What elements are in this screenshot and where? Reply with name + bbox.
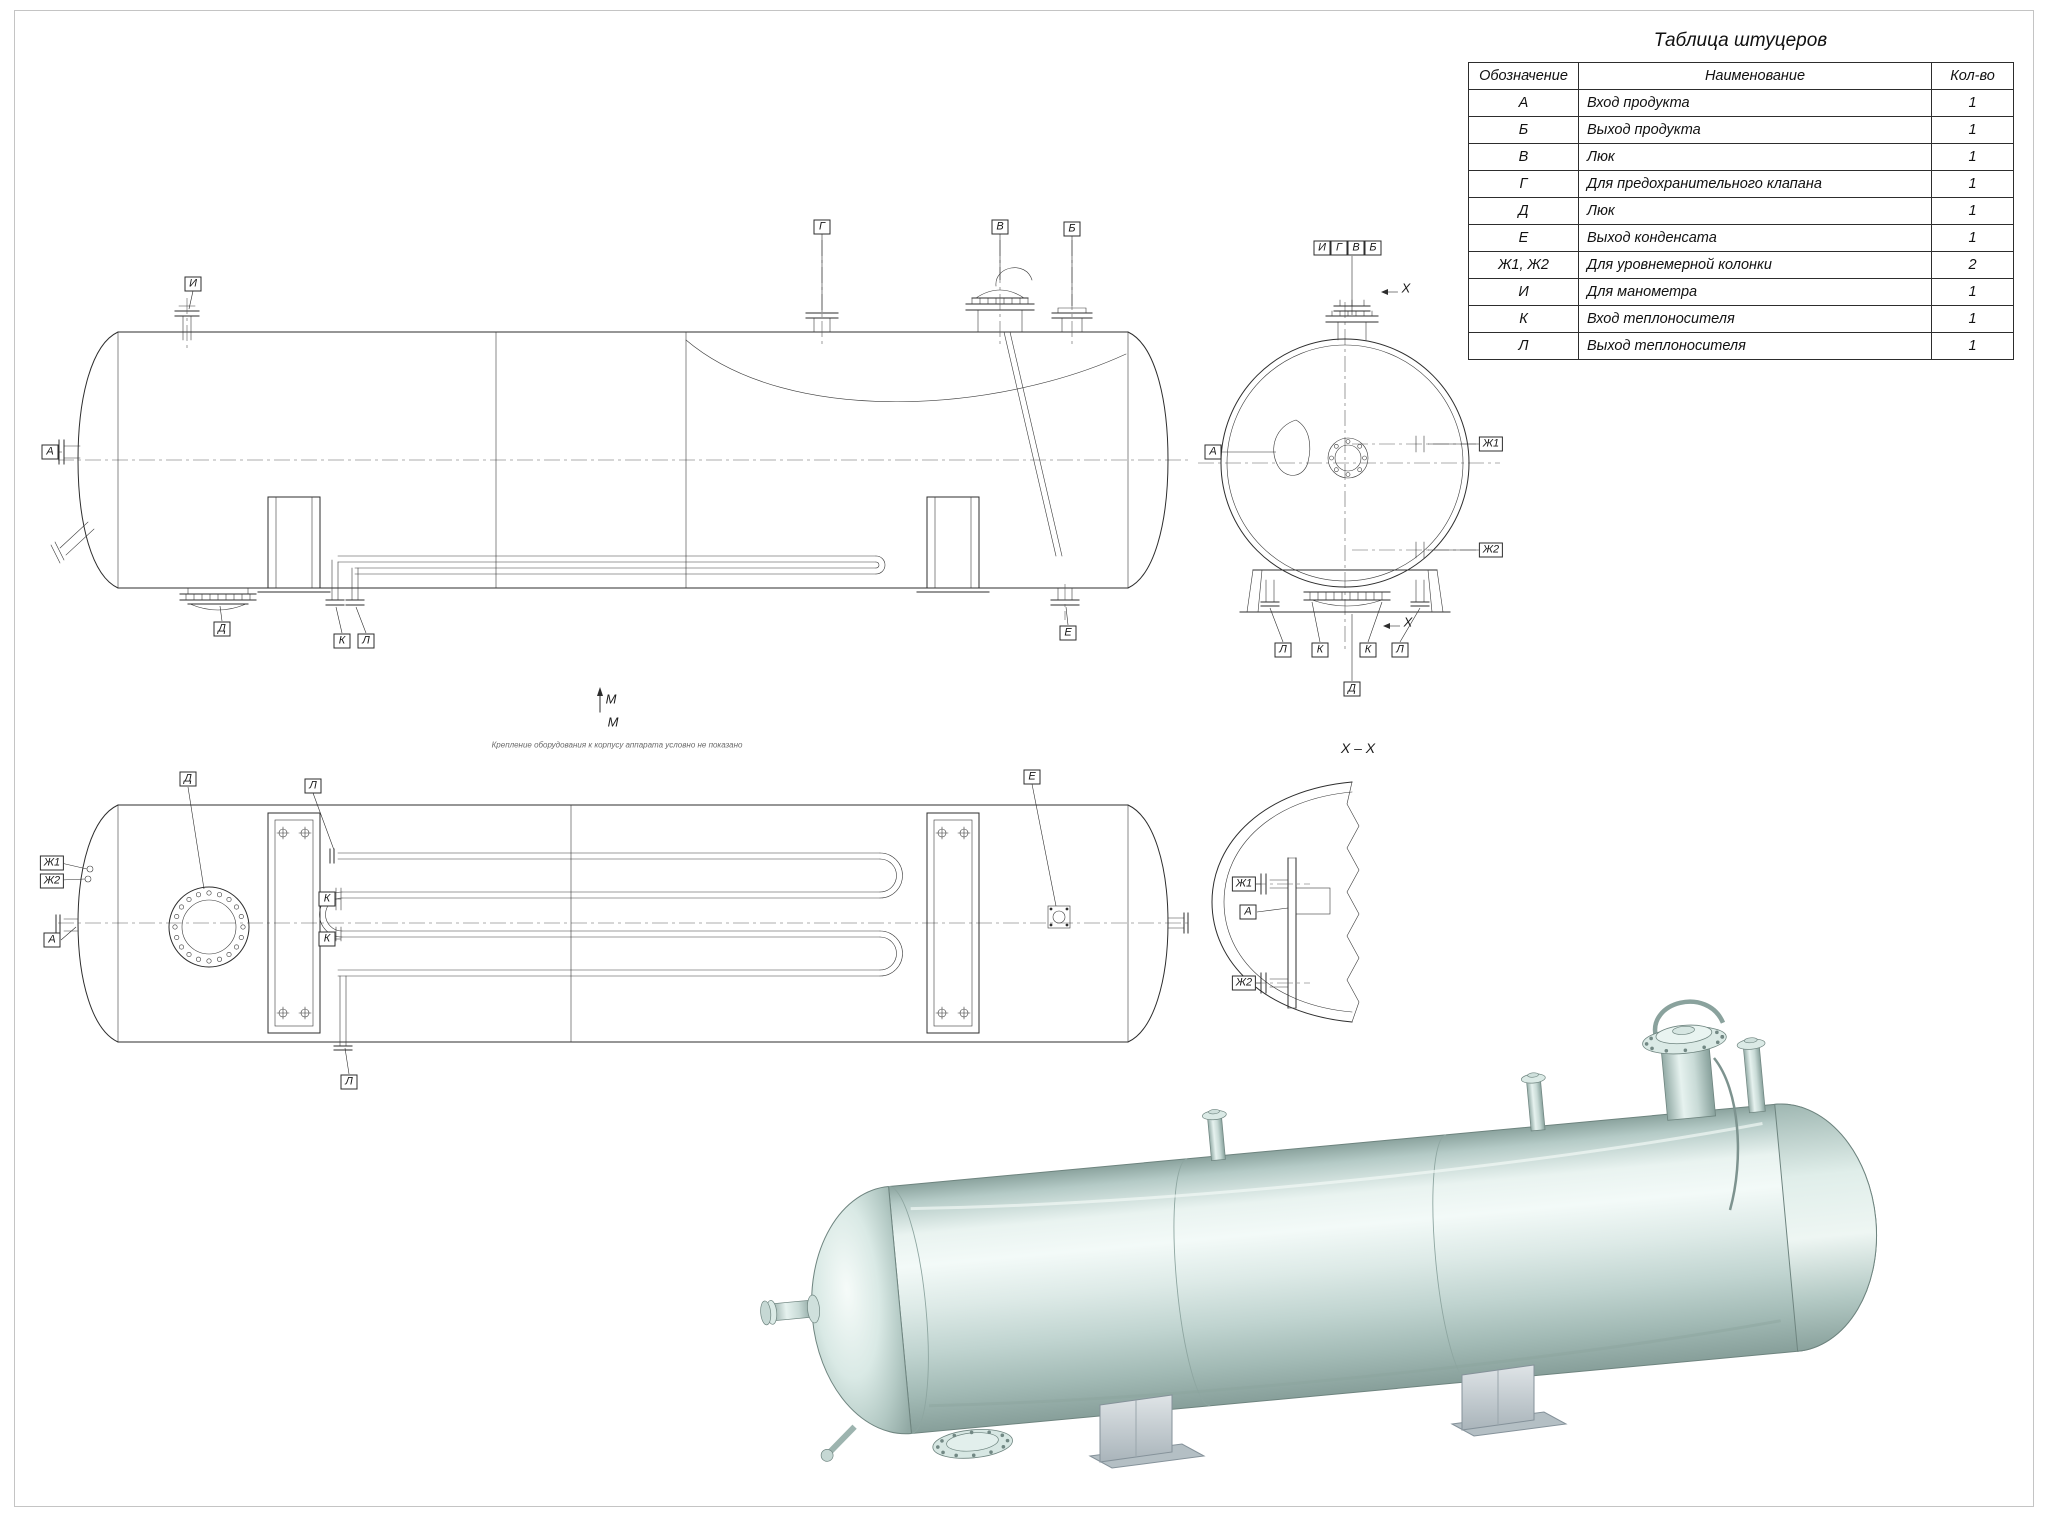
name-cell: Для уровнемерной колонки (1578, 251, 1932, 279)
quantity-cell: 2 (1931, 251, 2014, 279)
nozzle-E-side (1050, 584, 1080, 620)
designation-cell: И (1468, 278, 1579, 306)
side-view-drawing (50, 234, 1192, 634)
name-cell: Вход теплоносителя (1578, 305, 1932, 333)
xx-section-drawing (1211, 781, 1360, 1023)
nozzle-right-head-top (1167, 912, 1189, 934)
head-nozzle-3d (760, 1294, 820, 1326)
quantity-cell: 1 (1931, 305, 2014, 333)
support-plate-right-top (926, 812, 980, 1034)
quantity-cell: 1 (1931, 224, 2014, 252)
drain-nozzle-3d (820, 1424, 857, 1462)
top-nozzle-stack-end (1325, 299, 1379, 341)
nozzle-table-title: Таблица штуцеров (1653, 30, 1828, 51)
small-nozzle-mid-3d (1521, 1072, 1546, 1132)
support-saddles-3d (1088, 1364, 1568, 1469)
name-cell: Вход продукта (1578, 89, 1932, 117)
render-3d-view (760, 999, 1878, 1469)
section-arrow-M (597, 687, 603, 713)
designation-cell: Ж1, Ж2 (1468, 251, 1579, 279)
center-flange-end (1327, 437, 1369, 479)
saddle-supports-side (257, 496, 990, 593)
manhole-D-side (179, 587, 257, 611)
bottom-manhole-3d (932, 1429, 1013, 1459)
drain-nozzle-side (50, 521, 95, 564)
quantity-cell: 1 (1931, 170, 2014, 198)
nozzle-A-side (58, 439, 81, 465)
name-cell: Выход теплоносителя (1578, 332, 1932, 360)
name-cell: Выход конденсата (1578, 224, 1932, 252)
quantity-cell: 1 (1931, 116, 2014, 144)
quantity-cell: 1 (1931, 278, 2014, 306)
quantity-cell: 1 (1931, 89, 2014, 117)
designation-cell: Г (1468, 170, 1579, 198)
manhole-3d (1642, 999, 1727, 1121)
heating-coil-top (319, 848, 903, 1051)
nozzle-I-side (174, 298, 200, 352)
quantity-cell: 1 (1931, 332, 2014, 360)
table-header-row: Обозначение Наименование Кол-во (1468, 62, 2014, 90)
designation-cell: К (1468, 305, 1579, 333)
bolt-circle-flange-top (168, 886, 250, 968)
end-view-drawing (1198, 256, 1500, 681)
name-cell: Люк (1578, 197, 1932, 225)
name-cell: Для предохранительного клапана (1578, 170, 1932, 198)
nozzle-G-side (805, 240, 839, 344)
designation-cell: А (1468, 89, 1579, 117)
top-view-drawing (55, 687, 1192, 1075)
davit-pipe-3d (1713, 1057, 1740, 1211)
name-cell: Для манометра (1578, 278, 1932, 306)
bottom-pipes-end (1260, 579, 1430, 607)
sheet-border (14, 10, 2034, 1507)
designation-cell: В (1468, 143, 1579, 171)
support-plate-left-top (267, 812, 321, 1034)
nozzle-B-side (1051, 240, 1093, 344)
header-designation: Обозначение (1468, 62, 1579, 90)
level-gauge-column (1250, 857, 1331, 1009)
heating-coil-side (325, 555, 886, 606)
designation-cell: Б (1468, 116, 1579, 144)
designation-cell: Е (1468, 224, 1579, 252)
designation-cell: Л (1468, 332, 1579, 360)
nozzle-A-top (55, 914, 79, 936)
name-cell: Выход продукта (1578, 116, 1932, 144)
header-quantity: Кол-во (1931, 62, 2014, 90)
small-nozzle-right-3d (1736, 1037, 1766, 1114)
quantity-cell: 1 (1931, 197, 2014, 225)
manhole-V-side (965, 240, 1035, 346)
saddle-support-end (1239, 569, 1451, 613)
manhole-D-end (1303, 591, 1391, 607)
quantity-cell: 1 (1931, 143, 2014, 171)
section-arrows-X (1381, 289, 1400, 629)
small-nozzle-left-3d (1202, 1109, 1227, 1161)
designation-cell: Д (1468, 197, 1579, 225)
name-cell: Люк (1578, 143, 1932, 171)
header-name: Наименование (1578, 62, 1932, 90)
nozzle-E-top (1047, 905, 1071, 929)
